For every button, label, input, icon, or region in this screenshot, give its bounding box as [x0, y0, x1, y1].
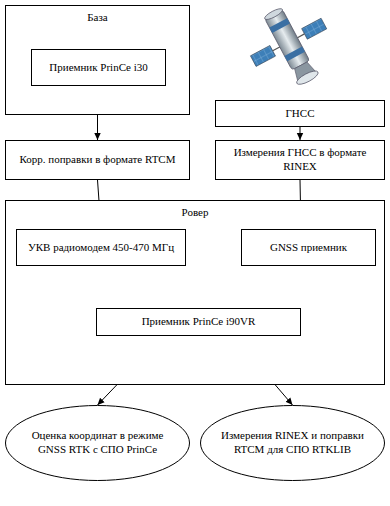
group-title: База — [6, 11, 189, 25]
node-text: УКВ радиомодем 450-470 МГц — [28, 241, 174, 255]
arrow-connector — [97, 115, 98, 140]
receiver-box: Приемник PrinCe i90VR — [96, 308, 301, 336]
node-text: Измерения RINEX и поправки RTCM для СПО … — [218, 429, 367, 457]
base-container: БазаПриемник PrinCe i30 — [5, 5, 190, 115]
output-ellipse: Измерения RINEX и поправки RTCM для СПО … — [200, 405, 385, 481]
receiver-box: Приемник PrinCe i30 — [31, 49, 166, 86]
solar-panel — [302, 18, 327, 39]
rover-container: РоверУКВ радиомодем 450-470 МГц GNSS прие… — [5, 200, 385, 385]
satellite — [237, 0, 345, 100]
antenna-dish — [295, 69, 320, 87]
arrow-connector — [300, 127, 301, 140]
group-title: Ровер — [6, 206, 384, 220]
node-text: ГНСС — [286, 107, 315, 121]
radiomodem-box: УКВ радиомодем 450-470 МГц — [16, 229, 186, 266]
solar-panel — [250, 46, 275, 67]
node-text: Оценка координат в режиме GNSS RTK с СПО… — [23, 429, 172, 457]
node-text: Приемник PrinCe i90VR — [142, 315, 256, 329]
node-text: Измерения ГНСС в формате RINEX — [221, 146, 379, 174]
gnss-receiver-box: GNSS приемник — [241, 229, 376, 266]
node-text: Приемник PrinCe i30 — [49, 61, 147, 75]
node-text: Корр. поправки в формате RTCM — [20, 153, 176, 167]
output-ellipse: Оценка координат в режиме GNSS RTK с СПО… — [5, 405, 190, 481]
node-text: GNSS приемник — [270, 241, 347, 255]
corrections-box: Корр. поправки в формате RTCM — [5, 140, 190, 180]
measurements-box: Измерения ГНСС в формате RINEX — [215, 140, 385, 180]
gnss-box: ГНСС — [215, 100, 385, 127]
